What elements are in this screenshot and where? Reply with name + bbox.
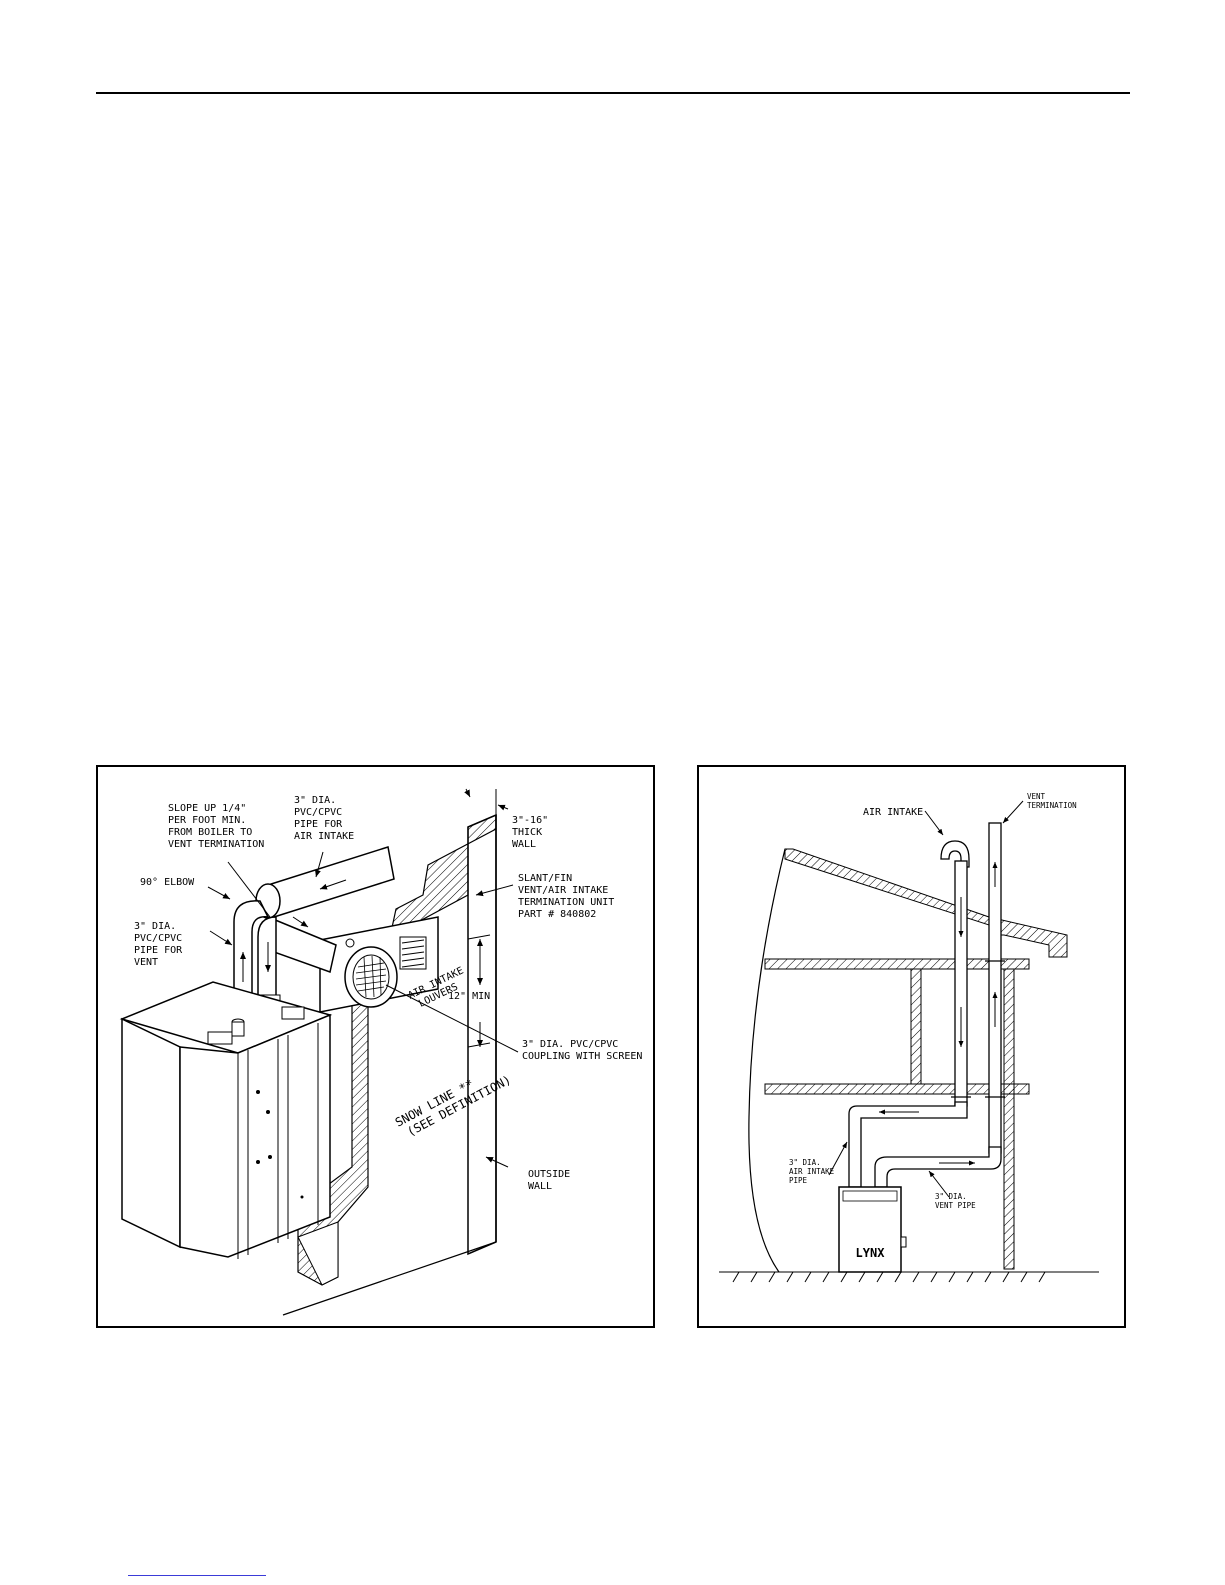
boiler-cabinet [119, 981, 333, 1259]
svg-text:VENT: VENT [1027, 792, 1046, 801]
svg-text:PIPE: PIPE [789, 1176, 808, 1185]
svg-text:OUTSIDE: OUTSIDE [528, 1169, 570, 1180]
svg-text:3" DIA.: 3" DIA. [294, 795, 336, 806]
svg-text:WALL: WALL [512, 839, 536, 850]
label-air-intake-pipe: 3" DIA. AIR INTAKE PIPE [789, 1158, 835, 1185]
label-air-intake-pipe: 3" DIA. PVC/CPVC PIPE FOR AIR INTAKE [294, 795, 354, 842]
svg-text:3" DIA.: 3" DIA. [789, 1158, 821, 1167]
svg-text:SLANT/FIN: SLANT/FIN [518, 873, 572, 884]
label-elbow: 90° ELBOW [140, 877, 195, 888]
header-rule [96, 92, 1130, 94]
label-outside-wall: OUTSIDE WALL [528, 1169, 570, 1192]
vent-pipe [874, 822, 1005, 1188]
svg-text:AIR INTAKE: AIR INTAKE [789, 1167, 835, 1176]
svg-text:PVC/CPVC: PVC/CPVC [134, 933, 182, 944]
svg-text:PART # 840802: PART # 840802 [518, 909, 596, 920]
lynx-boiler: LYNX [838, 1186, 907, 1273]
outside-wall [282, 813, 497, 1316]
label-vent-termination: VENT TERMINATION [1027, 792, 1077, 810]
label-termination-unit: SLANT/FIN VENT/AIR INTAKE TERMINATION UN… [518, 873, 614, 920]
label-coupling: 3" DIA. PVC/CPVC COUPLING WITH SCREEN [522, 1039, 642, 1062]
svg-text:PIPE FOR: PIPE FOR [294, 819, 343, 830]
vent-horizontal-arrow [292, 916, 309, 928]
svg-text:VENT TERMINATION: VENT TERMINATION [168, 839, 264, 850]
svg-text:3" DIA. PVC/CPVC: 3" DIA. PVC/CPVC [522, 1039, 618, 1050]
air-intake-pipe [848, 840, 970, 1188]
sidewall-vent-diagram: SLOPE UP 1/4" PER FOOT MIN. FROM BOILER … [96, 765, 655, 1328]
svg-text:SLOPE UP 1/4": SLOPE UP 1/4" [168, 803, 246, 814]
dimension-lines [207, 788, 519, 1168]
svg-text:FROM BOILER TO: FROM BOILER TO [168, 827, 252, 838]
svg-text:VENT/AIR INTAKE: VENT/AIR INTAKE [518, 885, 608, 896]
label-air-intake: AIR INTAKE [863, 807, 923, 818]
flow-arrows [879, 862, 998, 1166]
label-min-height: 12" MIN [448, 991, 490, 1002]
ground [719, 1271, 1099, 1283]
label-slope: SLOPE UP 1/4" PER FOOT MIN. FROM BOILER … [168, 803, 264, 850]
svg-text:VENT: VENT [134, 957, 158, 968]
svg-text:WALL: WALL [528, 1181, 552, 1192]
building-structure [748, 848, 1068, 1273]
svg-text:TERMINATION UNIT: TERMINATION UNIT [518, 897, 614, 908]
intake-horizontal-arrow [319, 879, 347, 890]
label-vent-pipe: 3" DIA. PVC/CPVC PIPE FOR VENT [134, 921, 183, 968]
roof-vent-diagram: LYNX AIR INTAKE VENT TERMINATION 3" DIA.… [697, 765, 1126, 1328]
footer-link-underline[interactable] [128, 1575, 266, 1576]
svg-text:3" DIA.: 3" DIA. [935, 1192, 967, 1201]
svg-text:PVC/CPVC: PVC/CPVC [294, 807, 342, 818]
svg-text:LYNX: LYNX [856, 1246, 886, 1260]
svg-text:COUPLING WITH SCREEN: COUPLING WITH SCREEN [522, 1051, 642, 1062]
svg-text:PIPE FOR: PIPE FOR [134, 945, 183, 956]
svg-text:PER FOOT MIN.: PER FOOT MIN. [168, 815, 246, 826]
label-vent-pipe: 3" DIA. VENT PIPE [935, 1192, 976, 1210]
svg-text:THICK: THICK [512, 827, 542, 838]
coupling-with-screen [344, 946, 398, 1008]
label-wall-thickness: 3"-16" THICK WALL [512, 815, 548, 850]
svg-text:TERMINATION: TERMINATION [1027, 801, 1077, 810]
leader-lines [828, 800, 1024, 1198]
svg-text:3"-16": 3"-16" [512, 815, 548, 826]
svg-text:AIR INTAKE: AIR INTAKE [294, 831, 354, 842]
termination-unit [319, 916, 439, 1013]
svg-text:VENT PIPE: VENT PIPE [935, 1201, 976, 1210]
air-intake-louvers [399, 936, 427, 970]
svg-text:3" DIA.: 3" DIA. [134, 921, 176, 932]
